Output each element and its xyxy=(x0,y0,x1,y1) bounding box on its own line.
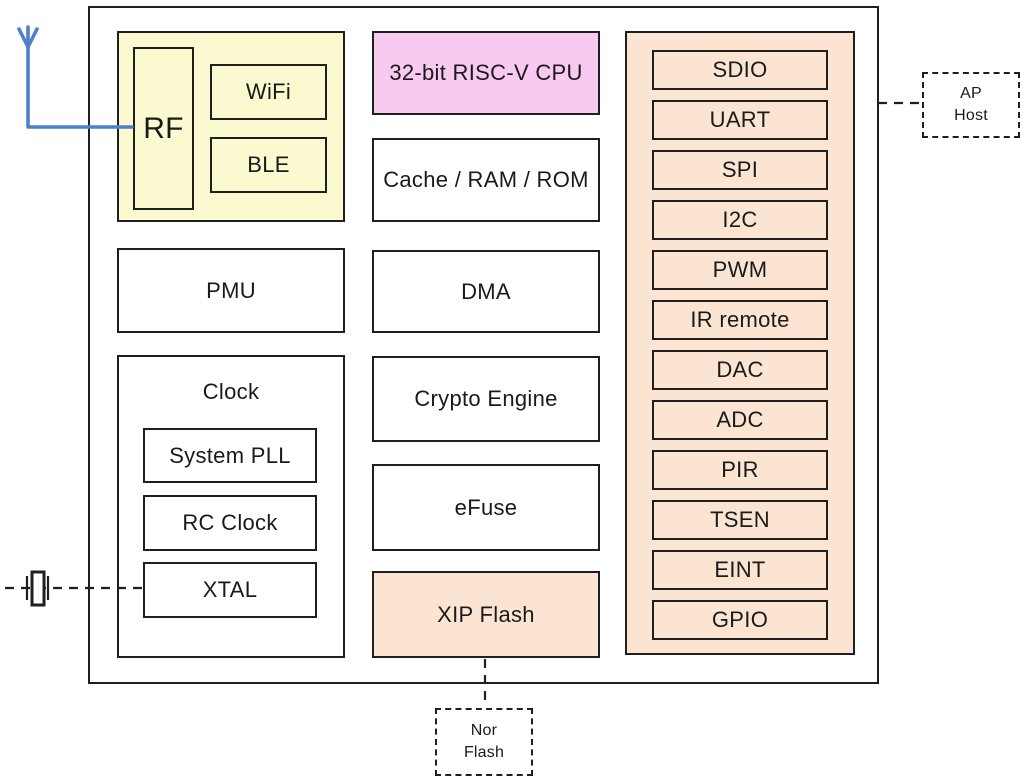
ble-block: BLE xyxy=(210,137,327,193)
crystal-oscillator-icon xyxy=(25,570,50,607)
crypto-engine-label: Crypto Engine xyxy=(414,386,558,411)
wifi-label: WiFi xyxy=(245,79,292,104)
peripheral-block-i2c: I2C xyxy=(652,200,828,240)
memory-label: Cache / RAM / ROM xyxy=(383,167,589,192)
crypto-engine-block: Crypto Engine xyxy=(372,356,600,442)
nor-flash-label-line1: Nor xyxy=(470,722,498,740)
peripheral-block-pir: PIR xyxy=(652,450,828,490)
clock-label: Clock xyxy=(202,379,260,404)
rf-label: RF xyxy=(143,111,184,145)
rc-clock-block: RC Clock xyxy=(143,495,317,551)
peripheral-label: SDIO xyxy=(712,57,768,82)
dma-label: DMA xyxy=(461,278,511,304)
peripheral-label: PIR xyxy=(721,457,759,482)
xtal-block: XTAL xyxy=(143,562,317,618)
cpu-label: 32-bit RISC-V CPU xyxy=(389,60,583,85)
rc-clock-label: RC Clock xyxy=(182,510,278,535)
xtal-label: XTAL xyxy=(202,577,258,602)
system-pll-block: System PLL xyxy=(143,428,317,483)
peripheral-label: GPIO xyxy=(711,607,769,632)
ap-host-label-line2: Host xyxy=(954,107,988,124)
peripheral-block-gpio: GPIO xyxy=(652,600,828,640)
peripheral-label: IR remote xyxy=(690,307,790,332)
cpu-block: 32-bit RISC-V CPU xyxy=(372,31,600,115)
peripheral-label: TSEN xyxy=(710,507,770,532)
peripheral-block-ir-remote: IR remote xyxy=(652,300,828,340)
peripheral-label: PWM xyxy=(712,257,768,282)
xip-flash-label: XIP Flash xyxy=(437,601,535,627)
peripheral-block-pwm: PWM xyxy=(652,250,828,290)
memory-block: Cache / RAM / ROM xyxy=(372,138,600,222)
efuse-block: eFuse xyxy=(372,464,600,551)
peripheral-label: I2C xyxy=(722,207,758,232)
peripheral-label: DAC xyxy=(716,357,764,382)
peripheral-label: ADC xyxy=(716,407,764,432)
xip-flash-block: XIP Flash xyxy=(372,571,600,658)
peripheral-block-sdio: SDIO xyxy=(652,50,828,90)
peripheral-block-dac: DAC xyxy=(652,350,828,390)
peripheral-block-tsen: TSEN xyxy=(652,500,828,540)
peripheral-block-spi: SPI xyxy=(652,150,828,190)
pmu-block: PMU xyxy=(117,248,345,333)
efuse-label: eFuse xyxy=(454,494,518,520)
rf-block: RF xyxy=(133,47,194,210)
ap-host-external-block: AP Host xyxy=(922,72,1020,138)
peripheral-label: EINT xyxy=(714,557,766,582)
peripheral-block-adc: ADC xyxy=(652,400,828,440)
pmu-label: PMU xyxy=(206,277,256,303)
peripheral-group-block: SDIO UART SPI I2C PWM IR remote DAC ADC … xyxy=(625,31,855,655)
nor-flash-label-line2: Flash xyxy=(463,744,505,761)
nor-flash-external-block: Nor Flash xyxy=(435,708,533,776)
dma-block: DMA xyxy=(372,250,600,333)
ap-host-label-line1: AP xyxy=(960,85,982,103)
system-pll-label: System PLL xyxy=(169,442,291,468)
ble-label: BLE xyxy=(247,152,290,177)
wifi-block: WiFi xyxy=(210,64,327,120)
peripheral-block-eint: EINT xyxy=(652,550,828,590)
peripheral-label: UART xyxy=(709,107,771,132)
peripheral-label: SPI xyxy=(721,157,759,182)
peripheral-block-uart: UART xyxy=(652,100,828,140)
